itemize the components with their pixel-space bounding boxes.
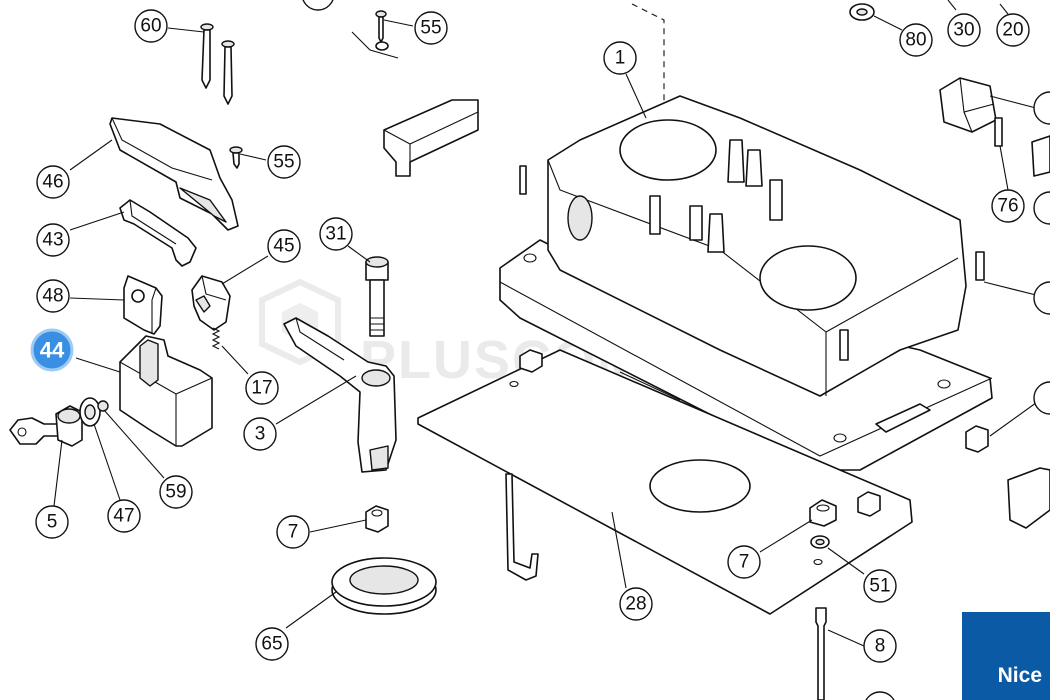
callout-59: 59 (159, 475, 193, 509)
callout-5: 5 (35, 505, 69, 539)
svg-text:5: 5 (47, 512, 58, 533)
brand-logo-text: Nice (997, 664, 1042, 687)
callout-80: 80 (899, 23, 933, 57)
svg-text:60: 60 (140, 16, 161, 37)
part-65-gasket (331, 557, 437, 615)
brand-logo-box: Nice (962, 612, 1050, 700)
leader-lines (53, 0, 1041, 647)
callout-76: 76 (991, 189, 1025, 223)
callout-7-right: 7 (727, 545, 761, 579)
svg-text:55: 55 (420, 18, 441, 39)
svg-text:3: 3 (255, 424, 266, 445)
screw-55-mid (229, 146, 243, 169)
part-17-spring (211, 327, 221, 350)
callout-60: 60 (134, 9, 168, 43)
svg-text:44: 44 (40, 338, 65, 363)
callout-partial-right-4 (1033, 381, 1050, 415)
callout-17: 17 (245, 371, 279, 405)
svg-text:76: 76 (997, 196, 1018, 217)
callout-3: 3 (243, 417, 277, 451)
callout-partial-right-1 (1033, 91, 1050, 125)
svg-text:47: 47 (113, 506, 134, 527)
callout-partial-bottom (865, 691, 895, 700)
terminal-block (939, 77, 997, 133)
callout-28: 28 (619, 587, 653, 621)
part-51-washer (810, 535, 830, 566)
svg-text:65: 65 (261, 634, 282, 655)
callout-8: 8 (863, 629, 897, 663)
part-80-washer (849, 3, 875, 21)
svg-text:51: 51 (869, 576, 890, 597)
part-76-pin (994, 117, 1003, 147)
part-5-key (9, 405, 83, 447)
cover-block (383, 99, 479, 177)
nut-right (965, 425, 989, 453)
part-45 (191, 275, 231, 331)
part-3-handle (283, 317, 397, 473)
callout-partial-right-2 (1033, 191, 1050, 225)
screw-55-top (351, 10, 399, 59)
part-59 (97, 400, 109, 412)
callout-47: 47 (107, 499, 141, 533)
part-28-plate (417, 349, 913, 615)
part-1-housing (499, 95, 993, 471)
svg-text:30: 30 (953, 20, 974, 41)
svg-text:28: 28 (625, 594, 646, 615)
callout-65: 65 (255, 627, 289, 661)
svg-text:17: 17 (251, 378, 272, 399)
part-8-rod (815, 607, 827, 700)
callout-51: 51 (863, 569, 897, 603)
svg-text:46: 46 (42, 172, 63, 193)
callout-48: 48 (36, 279, 70, 313)
svg-text:55: 55 (273, 152, 294, 173)
svg-text:80: 80 (905, 30, 926, 51)
callout-30: 30 (947, 13, 981, 47)
callout-46: 46 (36, 165, 70, 199)
right-edge-part (1007, 135, 1050, 529)
dashed-guide (631, 3, 665, 130)
svg-text:43: 43 (42, 230, 63, 251)
callout-55-top: 55 (414, 11, 448, 45)
part-47-washer (79, 397, 101, 427)
svg-text:8: 8 (875, 636, 886, 657)
callout-1: 1 (603, 41, 637, 75)
part-7-nut-right (809, 499, 837, 527)
stud-right (975, 251, 985, 281)
callout-7-left: 7 (276, 515, 310, 549)
screw-60 (200, 23, 235, 105)
svg-text:7: 7 (739, 552, 750, 573)
svg-text:1: 1 (615, 48, 626, 69)
part-31-bolt (365, 256, 389, 337)
callout-44-highlighted[interactable]: 44 (30, 328, 74, 372)
part-43 (119, 199, 197, 267)
svg-text:48: 48 (42, 286, 63, 307)
part-46 (109, 117, 239, 231)
svg-text:7: 7 (288, 522, 299, 543)
svg-text:45: 45 (273, 236, 294, 257)
callout-31: 31 (319, 217, 353, 251)
callout-20: 20 (996, 13, 1030, 47)
part-48 (123, 275, 163, 335)
part-7-nut-left (365, 505, 389, 533)
callout-43: 43 (36, 223, 70, 257)
part-44 (119, 335, 213, 447)
callout-45: 45 (267, 229, 301, 263)
svg-text:59: 59 (165, 482, 186, 503)
svg-text:20: 20 (1002, 20, 1023, 41)
callout-55-mid: 55 (267, 145, 301, 179)
callout-partial-top (302, 0, 334, 11)
svg-text:31: 31 (325, 224, 346, 245)
callout-partial-right-3 (1033, 281, 1050, 315)
